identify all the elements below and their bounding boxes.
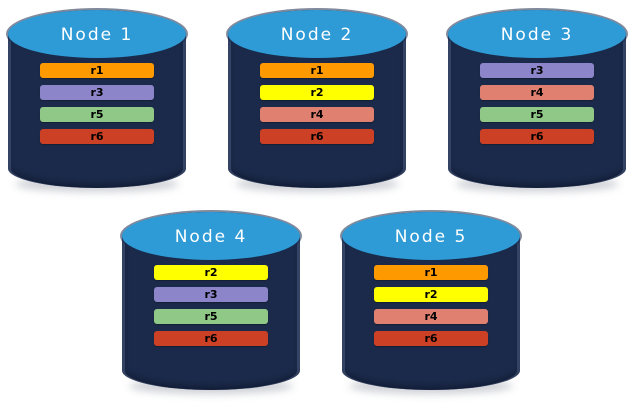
replica-label: r2 [310,86,324,100]
node-label: Node 3 [500,25,574,46]
replica-bar[interactable]: r5 [40,107,154,123]
replica-label: r1 [310,64,324,78]
replica-label: r6 [310,130,324,144]
replica-bar[interactable]: r2 [374,287,488,303]
replica-bar[interactable]: r6 [260,129,374,145]
cylinder-top-ellipse: Node 1 [8,10,186,59]
replica-label: r2 [204,266,218,280]
replica-label: r3 [530,64,544,78]
cylinder-top-ellipse: Node 2 [228,10,406,59]
replica-bar[interactable]: r4 [374,309,488,325]
replica-label: r6 [90,130,104,144]
replica-bar[interactable]: r3 [40,85,154,101]
replica-list: r1 r2 r4 r6 [260,63,374,145]
replica-label: r5 [204,310,218,324]
replica-list: r1 r2 r4 r6 [374,265,488,347]
cylinder-top-ellipse: Node 4 [122,212,300,261]
replica-list: r1 r3 r5 r6 [40,63,154,145]
replica-label: r4 [530,86,544,100]
replica-bar[interactable]: r6 [40,129,154,145]
replica-list: r3 r4 r5 r6 [480,63,594,145]
replica-label: r6 [530,130,544,144]
replica-label: r4 [424,310,438,324]
replica-bar[interactable]: r3 [480,63,594,79]
node-label: Node 5 [394,227,468,248]
replica-bar[interactable]: r6 [374,331,488,347]
node-label: Node 4 [174,227,248,248]
replica-label: r4 [310,108,324,122]
replica-label: r2 [424,288,438,302]
node-label: Node 1 [60,25,134,46]
replica-bar[interactable]: r2 [154,265,268,281]
cylinder-top-ellipse: Node 3 [448,10,626,59]
replica-label: r3 [204,288,218,302]
replica-bar[interactable]: r5 [480,107,594,123]
replica-bar[interactable]: r4 [260,107,374,123]
node-3[interactable]: Node 3 r3 r4 r5 r6 [448,10,626,192]
replica-label: r5 [90,108,104,122]
replica-label: r3 [90,86,104,100]
replica-bar[interactable]: r1 [260,63,374,79]
replica-bar[interactable]: r5 [154,309,268,325]
replica-bar[interactable]: r1 [374,265,488,281]
replica-list: r2 r3 r5 r6 [154,265,268,347]
node-label: Node 2 [280,25,354,46]
replica-bar[interactable]: r6 [154,331,268,347]
replica-bar[interactable]: r4 [480,85,594,101]
replica-label: r6 [204,332,218,346]
replica-label: r5 [530,108,544,122]
node-5[interactable]: Node 5 r1 r2 r4 r6 [342,212,520,394]
replica-bar[interactable]: r6 [480,129,594,145]
replica-bar[interactable]: r3 [154,287,268,303]
cylinder-top-ellipse: Node 5 [342,212,520,261]
replica-label: r1 [424,266,438,280]
node-4[interactable]: Node 4 r2 r3 r5 r6 [122,212,300,394]
replica-label: r6 [424,332,438,346]
replica-label: r1 [90,64,104,78]
node-1[interactable]: Node 1 r1 r3 r5 r6 [8,10,186,192]
node-2[interactable]: Node 2 r1 r2 r4 r6 [228,10,406,192]
replica-bar[interactable]: r1 [40,63,154,79]
replica-bar[interactable]: r2 [260,85,374,101]
